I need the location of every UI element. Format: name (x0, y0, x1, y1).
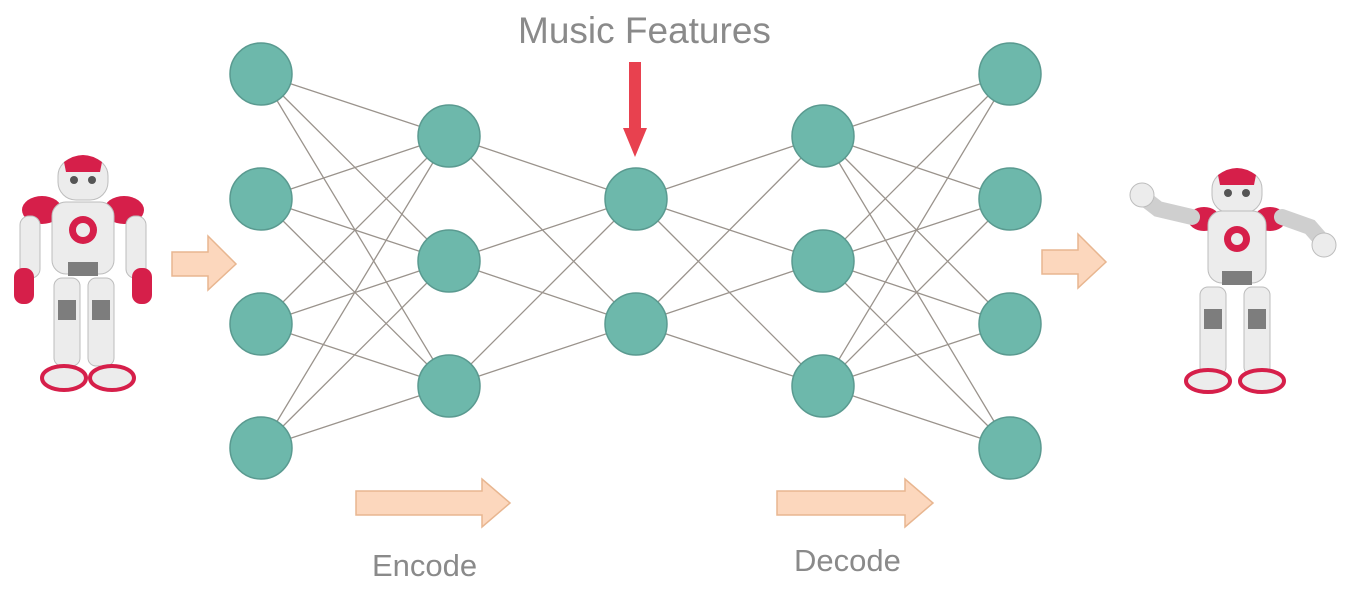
output-layer-node-1 (978, 42, 1042, 106)
decode-arrow (776, 477, 935, 529)
edge-encoder-hidden-layer-2-to-latent-layer-1 (448, 198, 637, 262)
edge-input-layer-4-to-encoder-hidden-layer-3 (260, 385, 450, 449)
edge-decoder-hidden-layer-3-to-output-layer-3 (822, 323, 1011, 387)
encode-arrow (355, 477, 512, 529)
edge-latent-layer-1-to-decoder-hidden-layer-1 (635, 135, 824, 200)
edge-input-layer-3-to-encoder-hidden-layer-1 (260, 135, 450, 325)
encode-label: Encode (372, 548, 478, 583)
edge-input-layer-2-to-encoder-hidden-layer-1 (260, 135, 450, 200)
decode-label: Decode (794, 543, 901, 578)
edge-encoder-hidden-layer-3-to-latent-layer-2 (448, 323, 637, 387)
output-layer-node-2 (978, 167, 1042, 231)
edge-decoder-hidden-layer-3-to-output-layer-4 (822, 385, 1011, 449)
input-layer-node-1 (229, 42, 293, 106)
latent-layer-node-2 (604, 292, 668, 356)
output-layer-node-3 (978, 292, 1042, 356)
encoder-hidden-layer-node-2 (417, 229, 481, 293)
edge-latent-layer-2-to-decoder-hidden-layer-1 (635, 135, 824, 325)
decoder-hidden-layer-node-3 (791, 354, 855, 418)
connection-edges (260, 73, 1011, 449)
input-layer-node-3 (229, 292, 293, 356)
edge-latent-layer-2-to-decoder-hidden-layer-2 (635, 260, 824, 325)
latent-layer-node-1 (604, 167, 668, 231)
edge-decoder-hidden-layer-3-to-output-layer-1 (822, 73, 1011, 387)
edge-encoder-hidden-layer-1-to-latent-layer-1 (448, 135, 637, 200)
music-feature-arrow (623, 62, 647, 157)
input-layer-node-2 (229, 167, 293, 231)
neuron-nodes (229, 42, 1042, 480)
edge-input-layer-4-to-encoder-hidden-layer-1 (260, 135, 450, 449)
humanoid-robot-dancing-icon (1129, 168, 1337, 394)
edge-decoder-hidden-layer-1-to-output-layer-1 (822, 73, 1011, 137)
edge-input-layer-4-to-encoder-hidden-layer-2 (260, 260, 450, 449)
input-layer-node-4 (229, 416, 293, 480)
edge-decoder-hidden-layer-2-to-output-layer-1 (822, 73, 1011, 262)
output-layer-node-4 (978, 416, 1042, 480)
output-flow-arrow (1041, 232, 1108, 290)
edge-decoder-hidden-layer-3-to-output-layer-2 (822, 198, 1011, 387)
edge-latent-layer-2-to-decoder-hidden-layer-3 (635, 323, 824, 387)
music-features-label: Music Features (518, 10, 771, 51)
edge-input-layer-1-to-encoder-hidden-layer-1 (260, 73, 450, 137)
decoder-hidden-layer-node-2 (791, 229, 855, 293)
encoder-hidden-layer-node-1 (417, 104, 481, 168)
edge-encoder-hidden-layer-3-to-latent-layer-1 (448, 198, 637, 387)
input-flow-arrow (171, 234, 238, 292)
decoder-hidden-layer-node-1 (791, 104, 855, 168)
humanoid-robot-standing-icon (14, 155, 152, 392)
encoder-hidden-layer-node-3 (417, 354, 481, 418)
